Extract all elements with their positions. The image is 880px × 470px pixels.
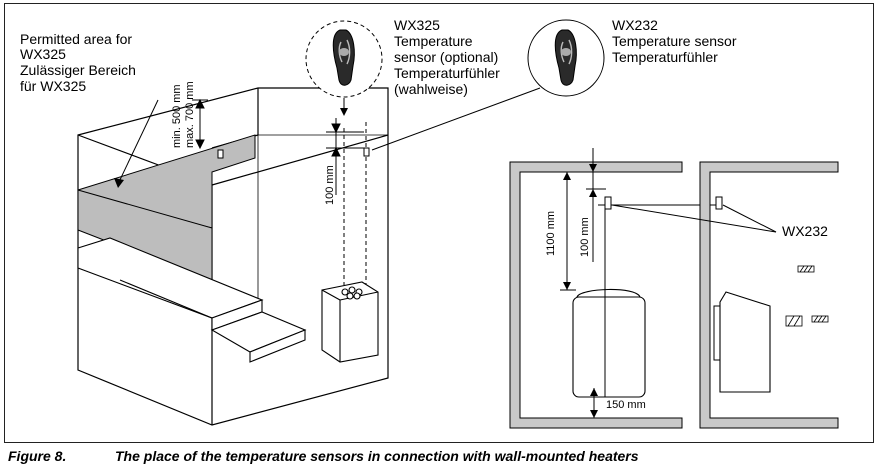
front-sensor: [604, 196, 612, 210]
front-view: [509, 148, 720, 429]
figure-caption-text: The place of the temperature sensors in …: [115, 448, 639, 464]
wx325-sensor-mark: [217, 149, 224, 159]
min-dim-label: min. 500 mm: [171, 84, 183, 148]
svg-text:Temperaturfühler: Temperaturfühler: [394, 65, 500, 81]
wx232-side-label: WX232: [782, 223, 828, 239]
permitted-line-1: Permitted area for: [20, 31, 132, 47]
permitted-line-3: Zulässiger Bereich: [20, 62, 136, 78]
dim-1100-label: 1100 mm: [545, 211, 557, 256]
front-heater: [572, 296, 646, 398]
wx232-sensor-icon: [371, 19, 605, 151]
side-heater: [719, 291, 771, 393]
sensor-drop-lines: [343, 122, 367, 285]
figure-caption: Figure 8. The place of the temperature s…: [8, 448, 876, 468]
dim-100-right-label: 100 mm: [579, 217, 591, 257]
min-max-dimension: [192, 98, 208, 150]
permitted-area-callout: Permitted area for WX325 Zulässiger Bere…: [20, 31, 159, 188]
svg-text:Temperaturfühler: Temperaturfühler: [612, 49, 718, 65]
figure-frame: [4, 3, 874, 443]
sensor-placement-diagram: min. 500 mm max. 700 mm 100 mm Permitted…: [20, 17, 839, 429]
dim-150-label: 150 mm: [606, 399, 646, 411]
wx325-label: WX325 Temperature sensor (optional) Temp…: [394, 17, 500, 97]
side-sensor: [715, 196, 723, 210]
left-100-dimension: [326, 118, 364, 195]
wx325-sensor-icon: [305, 20, 383, 116]
permitted-line-2: WX325: [20, 46, 66, 62]
svg-text:WX325: WX325: [394, 17, 440, 33]
wx232-side-callout: [611, 204, 777, 233]
svg-text:Temperature: Temperature: [394, 33, 473, 49]
figure-number: Figure 8.: [8, 448, 67, 464]
wall-heater-3d: [321, 281, 379, 363]
svg-text:sensor (optional): sensor (optional): [394, 49, 498, 65]
side-view: [699, 161, 839, 429]
permitted-line-4: für WX325: [20, 78, 86, 94]
svg-text:WX232: WX232: [612, 17, 658, 33]
permitted-area-band: [77, 134, 256, 283]
wx232-label: WX232 Temperature sensor Temperaturfühle…: [612, 17, 737, 65]
svg-text:Temperature sensor: Temperature sensor: [612, 33, 737, 49]
sauna-benches: [77, 237, 307, 363]
svg-text:(wahlweise): (wahlweise): [394, 81, 468, 97]
wx232-sensor-mark: [363, 147, 370, 157]
max-dim-label: max. 700 mm: [184, 81, 196, 148]
dim-100-left-label: 100 mm: [324, 165, 336, 205]
